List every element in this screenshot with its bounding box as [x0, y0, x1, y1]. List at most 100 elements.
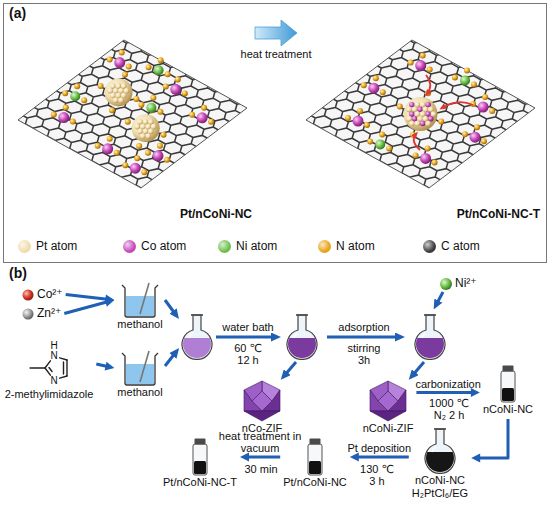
illustration-part: [146, 64, 152, 70]
illustration-part: [501, 371, 515, 402]
illustration-part: [140, 133, 146, 139]
illustration-part: [136, 143, 142, 149]
illustration-part: [375, 139, 385, 149]
illustration-part: [133, 96, 139, 102]
illustration-part: [201, 105, 207, 111]
illustration-part: [126, 64, 132, 70]
illustration-part: [309, 461, 321, 474]
ion-label: Co²⁺: [37, 288, 63, 301]
illustration-part: [119, 50, 125, 56]
illustration-part: [244, 411, 280, 421]
illustration-part: [452, 74, 458, 80]
illustration-part: [60, 376, 67, 378]
panel-label: (b): [9, 266, 27, 281]
illustration-part: [64, 302, 107, 314]
condition-label: 60 ℃: [234, 342, 262, 354]
illustration-part: [415, 102, 421, 108]
flow-arrow: [165, 300, 176, 315]
illustration-part: [161, 132, 167, 138]
illustration-part: [416, 391, 473, 394]
illustration-part: [118, 88, 124, 94]
illustration-part: [438, 119, 444, 125]
illustration-part: [121, 83, 127, 89]
illustration-part: [425, 145, 431, 151]
illustration-part: [428, 107, 434, 113]
molecule-label: 2-methylimidazole: [5, 388, 94, 401]
illustration-part: [193, 444, 207, 475]
illustration-part: [95, 143, 101, 149]
illustration-part: [415, 111, 421, 117]
condition-label: adsorption: [338, 321, 389, 333]
solvent-label: methanol: [117, 386, 162, 399]
atom-symbol: N: [50, 375, 57, 386]
illustration-part: [386, 145, 392, 151]
illustration-part: [417, 107, 423, 113]
illustration-part: [148, 119, 154, 125]
illustration-part: [23, 308, 34, 319]
reaction-flask: nCoNi-NCH₂PtCl₆/EG: [412, 428, 468, 500]
illustration-part: [66, 360, 67, 376]
flask-icon: [423, 428, 457, 474]
arrow-label: Pt deposition: [347, 442, 411, 454]
ion-sphere: [22, 289, 34, 301]
illustration-part: [62, 90, 68, 96]
crystal-icon: [242, 380, 282, 422]
legend-item: Pt atom: [18, 240, 77, 253]
ion-label: Zn²⁺: [37, 307, 61, 320]
illustration-part: [124, 88, 130, 94]
condition-label: 30 min: [244, 463, 277, 475]
ion: Zn²⁺: [22, 307, 61, 320]
illustration-part: [30, 367, 45, 368]
beaker-icon: [118, 350, 162, 386]
illustration-part: [306, 40, 535, 188]
illustration-part: [164, 157, 170, 163]
legend-swatch: [123, 240, 136, 253]
illustration-part: [74, 83, 80, 89]
illustration-part: [306, 40, 535, 188]
illustration-part: [345, 115, 351, 121]
illustration-part: [146, 103, 156, 113]
condition-label: water bath: [222, 321, 273, 333]
illustration-part: [154, 65, 164, 75]
illustration-part: [432, 159, 438, 165]
illustration-part: [105, 362, 115, 371]
illustration-part: [404, 97, 438, 131]
illustration-part: [306, 40, 535, 188]
illustration-part: [140, 124, 146, 130]
illustration-part: [482, 94, 488, 100]
arrow-label: carbonization: [415, 378, 480, 390]
illustration-part: [118, 97, 124, 103]
illustration-part: [153, 150, 164, 161]
illustration-part: [165, 71, 171, 77]
illustration-part: [471, 81, 477, 87]
illustration-part: [425, 111, 431, 117]
process-arrow: [255, 20, 297, 46]
illustration-part: [122, 353, 158, 385]
illustration-part: [409, 102, 415, 108]
illustration-part: [478, 419, 508, 458]
zif-crystal: nCo-ZIF: [242, 380, 282, 435]
ion: Co²⁺: [22, 288, 63, 301]
sample-label: nCoNi-NC: [483, 403, 533, 416]
illustration-part: [368, 83, 379, 94]
illustration-part: [489, 108, 495, 114]
flow-arrow: [165, 352, 176, 366]
legend-label: Pt atom: [36, 240, 77, 253]
illustration-part: [194, 461, 206, 474]
illustration-part: [18, 40, 247, 188]
illustration-part: [423, 116, 429, 122]
ion-label: Ni²⁺: [455, 277, 477, 290]
illustration-part: [415, 121, 421, 127]
precursor: 2-methylimidazole: [5, 340, 94, 401]
illustration-part: [113, 97, 119, 103]
illustration-part: [125, 119, 131, 125]
illustration-part: [145, 133, 151, 139]
illustration-part: [197, 112, 208, 123]
illustration-part: [357, 456, 409, 459]
graphene-sheet: [300, 28, 540, 208]
illustration-part: [134, 155, 140, 161]
legend-swatch: [423, 240, 436, 253]
atom-symbol: N: [50, 350, 57, 361]
illustration-part: [175, 76, 181, 82]
flow-arrow: [96, 362, 114, 371]
